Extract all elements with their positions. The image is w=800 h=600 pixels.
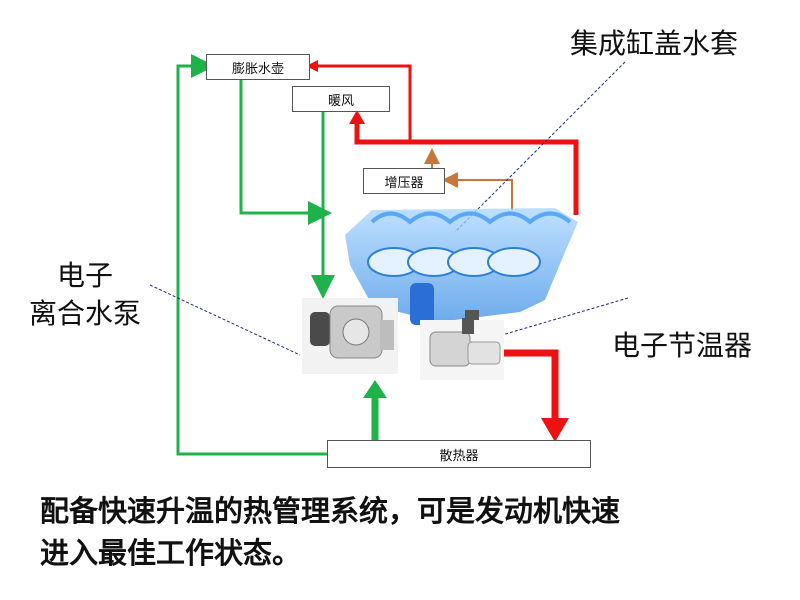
red-arrowhead-tank [306,60,318,72]
water-pump-label-line2: 离合水泵 [28,297,141,330]
engine-water-jacket-image [345,208,578,328]
water-pump-label-line1: 电子 [56,259,113,292]
green-flow-line-tank [239,80,332,225]
expansion-tank-box: 膨胀水壶 [206,54,310,80]
green-arrowhead-radiator [363,380,387,398]
red-flow-line-radiator [500,349,559,420]
turbocharger-box: 增压器 [363,168,445,194]
leader-water-jacket [454,61,626,233]
thermostat-label: 电子节温器 [612,329,753,362]
caption-line2: 进入最佳工作状态。 [40,536,302,570]
caption: 配备快速升温的热管理系统，可是发动机快速 进入最佳工作状态。 [40,490,780,574]
orange-flow-line [442,172,513,210]
radiator-box: 散热器 [327,440,591,468]
leader-pump [149,284,301,356]
water-jacket-label: 集成缸盖水套 [570,27,739,60]
red-flow-line-heater [354,120,579,215]
green-flow-line-outer [176,54,327,456]
red-arrowhead-heater [349,110,365,124]
heater-box: 暖风 [292,86,390,112]
water-pump-image [302,298,398,374]
thermostat-image [420,318,504,380]
red-arrowhead-radiator [541,418,569,442]
caption-line1: 配备快速升温的热管理系统，可是发动机快速 [40,494,621,528]
leader-thermostat [467,297,629,346]
red-flow-line-tank [318,64,412,142]
